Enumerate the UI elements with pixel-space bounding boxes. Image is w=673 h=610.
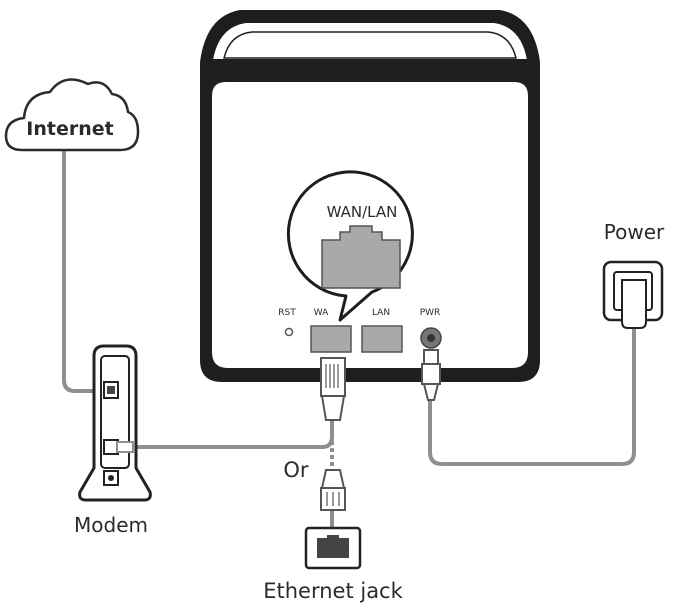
wan-port[interactable] <box>310 325 352 353</box>
power-outlet-icon <box>602 260 664 329</box>
or-label: Or <box>283 458 309 482</box>
reset-button[interactable] <box>284 327 294 337</box>
modem-device <box>78 344 152 502</box>
ethernet-plug-icon <box>320 357 346 421</box>
port-wan-label: WA <box>314 308 329 318</box>
port-lan-label: LAN <box>372 308 390 318</box>
ethernet-port-zoom-icon <box>321 225 401 289</box>
ethernet-jack-icon <box>304 526 362 570</box>
modem-to-router-cable <box>133 418 334 449</box>
modem-label: Modem <box>74 513 148 537</box>
internet-label: Internet <box>26 118 113 140</box>
port-pwr-label: PWR <box>420 308 441 318</box>
port-rst-label: RST <box>278 308 296 318</box>
internet-cloud-icon <box>4 78 140 152</box>
power-label: Power <box>604 220 665 244</box>
ethernet-jack-label: Ethernet jack <box>263 579 403 603</box>
callout-label: WAN/LAN <box>327 203 398 221</box>
lan-port[interactable] <box>361 325 403 353</box>
jack-plug-icon <box>320 469 346 511</box>
router-device <box>200 10 540 382</box>
internet-to-modem-cable <box>62 148 106 393</box>
power-plug-icon <box>421 349 441 401</box>
wan-lan-callout <box>286 170 414 322</box>
power-cable <box>428 326 636 466</box>
